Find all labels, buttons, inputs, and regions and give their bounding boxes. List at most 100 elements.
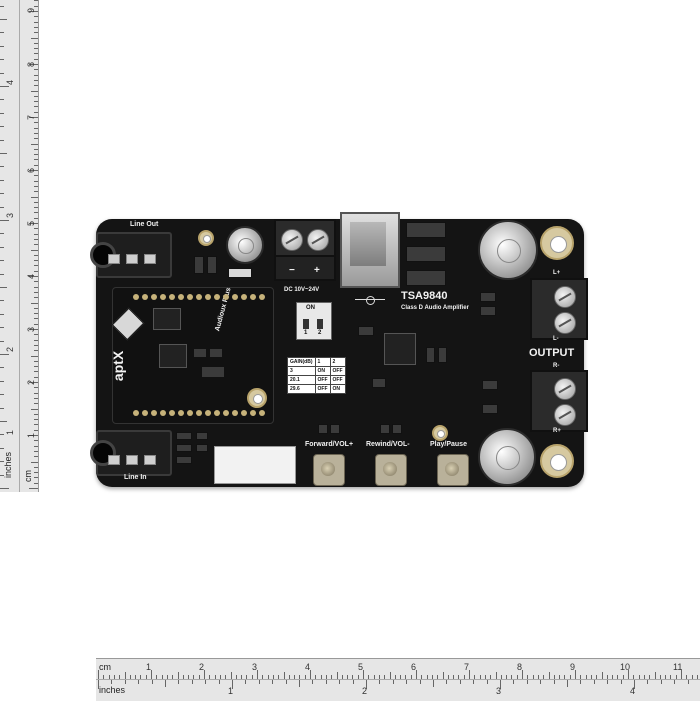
ruler-tick bbox=[310, 670, 311, 679]
chip-title: TSA9840 bbox=[401, 290, 448, 302]
ruler-tick bbox=[34, 307, 38, 309]
ruler-tick bbox=[34, 297, 38, 299]
ruler-tick bbox=[431, 675, 433, 679]
dip-1-label: 1 bbox=[304, 330, 308, 336]
forward-button[interactable] bbox=[313, 454, 345, 486]
smd-component bbox=[372, 378, 386, 388]
header-connector[interactable] bbox=[214, 446, 296, 484]
gain-cell: 29.6 bbox=[287, 384, 316, 394]
ruler-tick bbox=[246, 675, 248, 679]
ruler-tick bbox=[447, 675, 449, 679]
module-pin bbox=[223, 410, 229, 416]
output-label: OUTPUT bbox=[529, 347, 575, 359]
ruler-tick bbox=[585, 675, 587, 679]
dip-lever[interactable] bbox=[303, 319, 309, 329]
ruler-tick bbox=[34, 164, 38, 166]
ruler-tick bbox=[0, 166, 4, 168]
ruler-tick bbox=[601, 672, 603, 679]
line-in-jack[interactable] bbox=[90, 430, 172, 476]
ruler-tick bbox=[172, 675, 174, 679]
ruler-tick bbox=[0, 394, 4, 396]
electrolytic-capacitor bbox=[478, 220, 538, 280]
ruler-tick bbox=[235, 675, 237, 679]
ruler-tick bbox=[442, 672, 444, 679]
smd-component bbox=[176, 432, 192, 440]
ruler-tick bbox=[620, 680, 622, 684]
ruler-tick bbox=[138, 680, 140, 684]
ruler-tick bbox=[500, 675, 502, 679]
screw bbox=[554, 378, 576, 400]
power-terminal[interactable] bbox=[274, 219, 336, 259]
ruler-tick bbox=[0, 193, 4, 195]
vertical-cm-number: 8 bbox=[26, 62, 36, 68]
gain-table-row: 20.1 OFF OFF bbox=[287, 375, 346, 385]
gain-cell: OFF bbox=[314, 384, 331, 394]
ruler-tick bbox=[373, 675, 375, 679]
ruler-tick bbox=[34, 58, 38, 60]
ruler-tick bbox=[0, 206, 4, 208]
vertical-cm-label: cm bbox=[23, 470, 33, 482]
smd-component bbox=[201, 366, 225, 378]
dc-input-label: DC 10V~24V bbox=[284, 287, 320, 293]
ruler-tick bbox=[548, 672, 550, 679]
ruler-tick bbox=[617, 675, 619, 679]
ruler-tick bbox=[553, 680, 555, 684]
ruler-tick bbox=[34, 69, 38, 71]
smd-component bbox=[480, 306, 496, 316]
ruler-tick bbox=[232, 680, 233, 689]
jack-pad bbox=[144, 254, 156, 264]
ruler-tick bbox=[0, 153, 7, 154]
polarity-symbol bbox=[366, 296, 375, 305]
ruler-tick bbox=[34, 450, 38, 452]
ruler-tick bbox=[0, 287, 7, 288]
ruler-tick bbox=[0, 421, 7, 422]
right-output-terminal[interactable] bbox=[530, 370, 588, 432]
vertical-cm-number: 4 bbox=[26, 274, 36, 280]
rewind-button[interactable] bbox=[375, 454, 407, 486]
ruler-tick bbox=[34, 159, 38, 161]
gain-dip-switch[interactable] bbox=[296, 302, 332, 340]
ruler-tick bbox=[304, 675, 306, 679]
ruler-tick bbox=[368, 675, 370, 679]
ruler-tick bbox=[458, 675, 460, 679]
ruler-tick bbox=[567, 680, 568, 687]
vertical-cm-number: 7 bbox=[26, 115, 36, 121]
jack-pad bbox=[126, 455, 138, 465]
ruler-tick bbox=[331, 675, 333, 679]
ruler-tick bbox=[198, 675, 200, 679]
ruler-tick bbox=[113, 675, 115, 679]
vertical-ruler: inches cm 4 3 2 1 9 8 7 6 5 4 3 2 1 bbox=[0, 0, 39, 492]
ruler-tick bbox=[288, 675, 290, 679]
ruler-tick bbox=[392, 680, 394, 684]
ruler-tick bbox=[34, 201, 38, 203]
ruler-tick bbox=[0, 233, 4, 235]
ruler-tick bbox=[108, 675, 110, 679]
ruler-tick bbox=[193, 675, 195, 679]
left-output-terminal[interactable] bbox=[530, 278, 588, 340]
ruler-tick bbox=[580, 675, 582, 679]
ruler-tick bbox=[29, 329, 38, 330]
ruler-tick bbox=[0, 112, 4, 114]
ruler-tick bbox=[665, 675, 667, 679]
ruler-tick bbox=[283, 672, 285, 679]
horizontal-inch-number: 3 bbox=[496, 686, 502, 696]
vertical-inch-number: 2 bbox=[5, 347, 15, 353]
ruler-tick bbox=[647, 680, 649, 684]
forward-label: Forward/VOL+ bbox=[305, 441, 354, 448]
ruler-tick bbox=[537, 675, 539, 679]
jack-pad bbox=[108, 254, 120, 264]
ruler-tick bbox=[34, 228, 38, 230]
ruler-tick bbox=[634, 680, 635, 689]
gain-table-row: 29.6 OFF ON bbox=[287, 384, 346, 394]
ruler-tick bbox=[182, 675, 184, 679]
ruler-tick bbox=[0, 488, 9, 489]
ruler-tick bbox=[469, 670, 470, 679]
screw bbox=[554, 404, 576, 426]
mounting-hole bbox=[432, 425, 448, 441]
dip-lever[interactable] bbox=[317, 319, 323, 329]
ruler-tick bbox=[553, 675, 555, 679]
gain-cell: ON bbox=[314, 366, 331, 376]
play-pause-button[interactable] bbox=[437, 454, 469, 486]
inductor bbox=[406, 222, 446, 238]
ruler-tick bbox=[299, 680, 300, 687]
